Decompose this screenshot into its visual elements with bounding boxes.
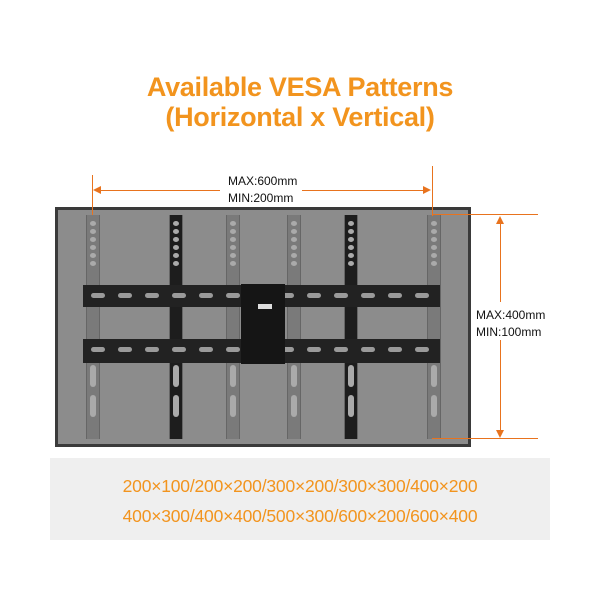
rail-slot [118,347,132,352]
rail-slot [172,347,186,352]
rail-slot [361,347,375,352]
v-extension-bottom [432,438,538,439]
rail-slot [307,347,321,352]
rail-slot [388,293,402,298]
h-arrow-line-right [302,190,426,191]
rail-slot [91,293,105,298]
mount-arm [169,215,183,439]
v-arrow-line-top [500,222,501,302]
rail-slot [91,347,105,352]
rail-slot [280,293,294,298]
mount-arm [86,215,100,439]
rail-slot [145,293,159,298]
title-line-1: Available VESA Patterns [146,72,454,102]
h-min-label: MIN:200mm [228,191,294,205]
h-extension-right [432,166,433,216]
v-min-label: MIN:100mm [476,325,542,339]
rail-slot [415,347,429,352]
title-line-2: (Horizontal x Vertical) [165,102,435,132]
arrow-up-icon [496,216,504,224]
rail-slot [199,293,213,298]
rail-slot [118,293,132,298]
rail-slot [334,347,348,352]
v-arrow-line-bottom [500,340,501,432]
mount-arm [287,215,301,439]
vesa-pattern-box [50,458,550,540]
mount-arm [226,215,240,439]
rail-slot [415,293,429,298]
v-extension-top [432,214,538,215]
v-max-label: MAX:400mm [476,308,546,322]
rail-slot [307,293,321,298]
rail-slot [280,347,294,352]
rail-slot [172,293,186,298]
vesa-patterns-line-1: 200×100/200×200/300×200/300×300/400×200 [122,476,478,496]
rail-slot [199,347,213,352]
arrow-right-icon [423,186,431,194]
mount-arm [344,215,358,439]
h-max-label: MAX:600mm [228,174,298,188]
vesa-patterns-line-2: 400×300/400×400/500×300/600×200/600×400 [122,506,478,526]
arrow-down-icon [496,430,504,438]
h-extension-left [92,175,93,215]
rail-slot [226,293,240,298]
rail-slot [226,347,240,352]
rail-slot [361,293,375,298]
h-arrow-line-left [98,190,220,191]
center-mount-plate [241,284,285,364]
plate-label [258,304,272,309]
rail-slot [334,293,348,298]
arrow-left-icon [93,186,101,194]
rail-slot [388,347,402,352]
rail-slot [145,347,159,352]
mount-arm [427,215,441,439]
